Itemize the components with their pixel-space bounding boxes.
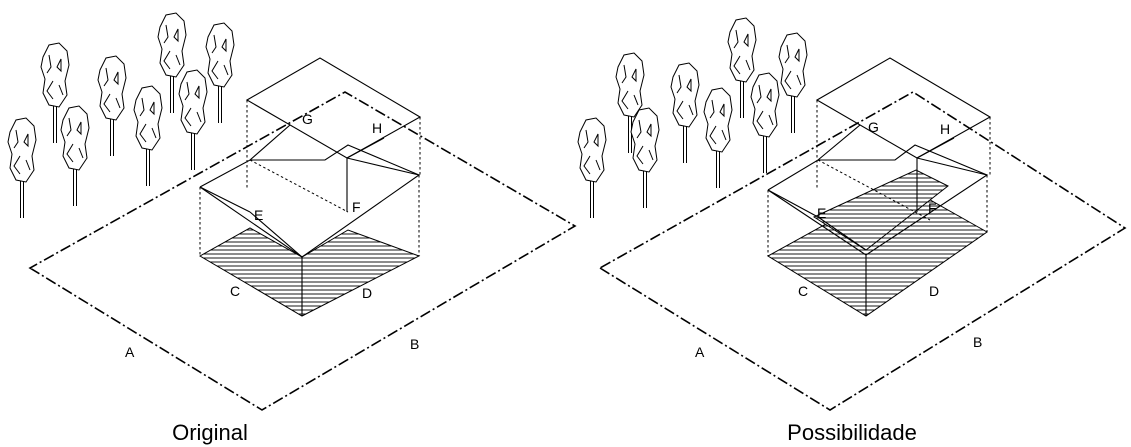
upper-volume-edge <box>916 157 988 176</box>
second-floor-slab <box>812 169 949 251</box>
label-h: H <box>940 121 950 137</box>
ground-footprint <box>198 227 421 317</box>
tree-icon <box>60 105 90 207</box>
label-g: G <box>302 111 313 127</box>
hidden-edge <box>817 159 931 221</box>
tree-icon <box>750 72 780 174</box>
upper-volume-roof <box>245 57 422 159</box>
lower-volume-ridge <box>817 216 867 251</box>
label-f: F <box>352 199 361 215</box>
hidden-edge <box>249 159 349 213</box>
upper-volume-edge <box>249 124 291 161</box>
upper-volume-edge <box>916 137 955 159</box>
upper-volume-edge <box>817 124 861 161</box>
label-d: D <box>929 283 939 299</box>
panel-original: A B C D E F G H Original <box>7 12 577 445</box>
label-c: C <box>798 283 808 299</box>
upper-volume-edge <box>346 137 385 159</box>
label-b: B <box>973 334 982 350</box>
caption-possibilidade: Possibilidade <box>787 420 917 445</box>
lower-volume-edge <box>767 189 819 218</box>
label-a: A <box>125 344 135 360</box>
caption-original: Original <box>172 420 248 445</box>
tree-icon <box>630 107 660 209</box>
label-e: E <box>817 205 826 221</box>
upper-volume-edge <box>346 157 420 176</box>
label-g: G <box>868 119 879 135</box>
tree-icon <box>727 17 757 119</box>
lower-volume-edge <box>199 186 251 213</box>
trees-group <box>577 17 808 219</box>
tree-icon <box>133 85 163 187</box>
tree-icon <box>97 55 127 157</box>
label-f: F <box>928 200 937 216</box>
label-d: D <box>362 285 372 301</box>
lower-volume-ridge <box>249 211 303 258</box>
tree-icon <box>577 117 607 219</box>
tree-icon <box>778 32 808 134</box>
tree-icon <box>205 22 235 124</box>
upper-volume-roof <box>815 57 992 159</box>
label-b: B <box>410 336 419 352</box>
label-a: A <box>695 344 705 360</box>
label-c: C <box>230 283 240 299</box>
tree-icon <box>7 117 37 219</box>
label-h: H <box>372 120 382 136</box>
lot-boundary <box>598 91 1127 411</box>
tree-icon <box>178 69 208 171</box>
label-e: E <box>254 207 263 223</box>
panel-possibilidade: A B C D E F G H Possibilidade <box>577 17 1127 445</box>
tree-icon <box>703 87 733 189</box>
lot-boundary <box>28 91 577 411</box>
tree-icon <box>670 62 700 164</box>
